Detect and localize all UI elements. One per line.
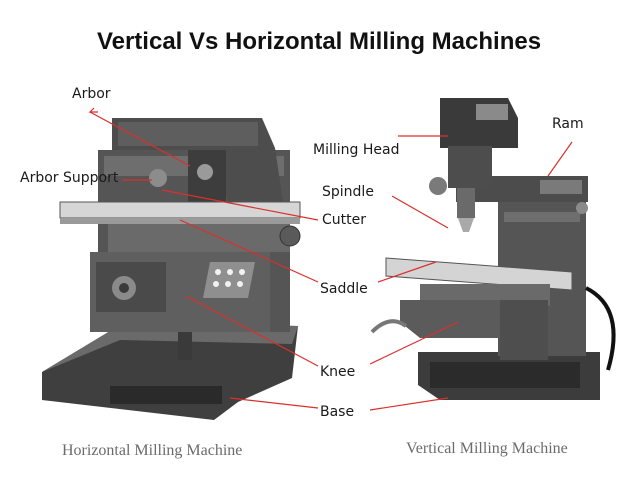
vertical-machine-caption: Vertical Milling Machine bbox=[406, 440, 568, 457]
page-title: Vertical Vs Horizontal Milling Machines bbox=[96, 28, 542, 55]
saddle-label: Saddle bbox=[320, 281, 368, 297]
ram-label: Ram bbox=[552, 116, 584, 132]
milling-head-label: Milling Head bbox=[313, 142, 400, 158]
leader-lines bbox=[88, 107, 573, 411]
horizontal-milling-machine bbox=[42, 118, 301, 420]
arbor-label: Arbor bbox=[72, 86, 111, 102]
arbor-support-label: Arbor Support bbox=[20, 170, 119, 186]
cutter-label: Cutter bbox=[322, 212, 366, 228]
knee-label: Knee bbox=[320, 364, 356, 380]
horizontal-machine-caption: Horizontal Milling Machine bbox=[62, 442, 243, 459]
vertical-milling-machine bbox=[370, 98, 616, 400]
base-label: Base bbox=[320, 404, 355, 420]
spindle-label: Spindle bbox=[322, 184, 374, 200]
